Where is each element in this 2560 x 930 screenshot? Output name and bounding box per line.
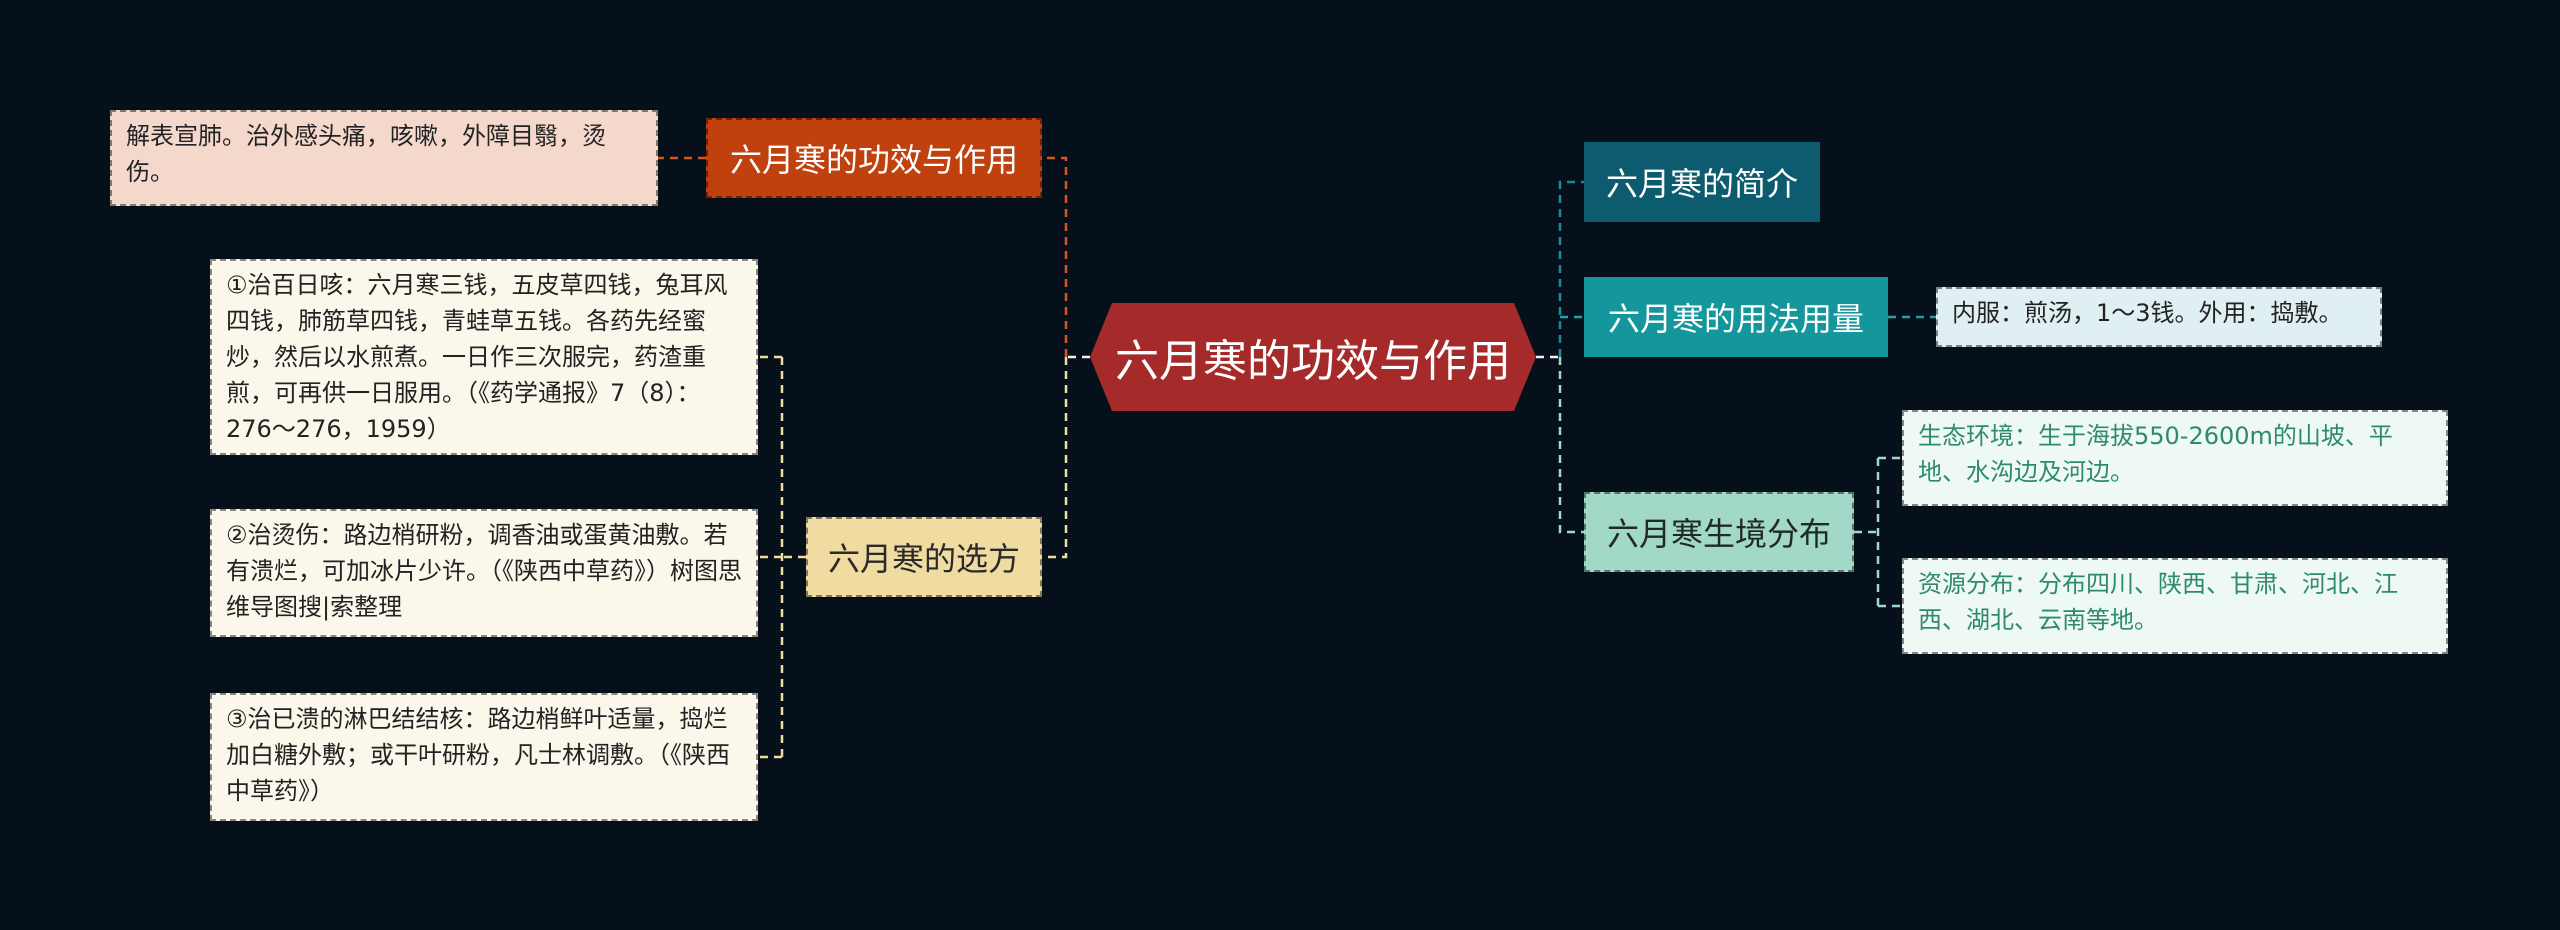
topic-usage[interactable]: 六月寒的用法用量 xyxy=(1584,277,1888,357)
link-habitat xyxy=(1558,357,1584,534)
habitat-item-1[interactable]: 生态环境：生于海拔550-2600m的山坡、平地、水沟边及河边。 xyxy=(1902,410,2448,506)
recipe-item-3-text: ③治已溃的淋巴结结核：路边梢鲜叶适量，捣烂加白糖外敷；或干叶研粉，凡士林调敷。（… xyxy=(226,705,730,805)
topic-usage-label: 六月寒的用法用量 xyxy=(1607,300,1864,338)
topic-recipes-label: 六月寒的选方 xyxy=(827,540,1020,578)
link-intro xyxy=(1558,180,1584,357)
recipe-item-1[interactable]: ①治百日咳：六月寒三钱，五皮草四钱，兔耳风四钱，肺筋草四钱，青蛙草五钱。各药先经… xyxy=(210,259,758,455)
topic-efficacy[interactable]: 六月寒的功效与作用 xyxy=(706,118,1042,198)
topic-habitat-label: 六月寒生境分布 xyxy=(1606,515,1831,553)
link-efficacy xyxy=(1042,156,1068,357)
habitat-item-1-text: 生态环境：生于海拔550-2600m的山坡、平地、水沟边及河边。 xyxy=(1918,422,2393,486)
topic-habitat[interactable]: 六月寒生境分布 xyxy=(1584,492,1854,572)
topic-efficacy-label: 六月寒的功效与作用 xyxy=(729,141,1018,179)
recipe-item-3[interactable]: ③治已溃的淋巴结结核：路边梢鲜叶适量，捣烂加白糖外敷；或干叶研粉，凡士林调敷。（… xyxy=(210,693,758,821)
habitat-item-2-text: 资源分布：分布四川、陕西、甘肃、河北、江西、湖北、云南等地。 xyxy=(1918,570,2398,634)
recipe-item-2-text: ②治烫伤：路边梢研粉，调香油或蛋黄油敷。若有溃烂，可加冰片少许。（《陕西中草药》… xyxy=(226,521,742,621)
efficacy-detail-text: 解表宣肺。治外感头痛，咳嗽，外障目翳，烫伤。 xyxy=(126,122,606,186)
topic-intro-label: 六月寒的简介 xyxy=(1605,165,1798,203)
central-topic[interactable]: 六月寒的功效与作用 xyxy=(1090,303,1536,411)
habitat-item-2[interactable]: 资源分布：分布四川、陕西、甘肃、河北、江西、湖北、云南等地。 xyxy=(1902,558,2448,654)
recipe-item-2[interactable]: ②治烫伤：路边梢研粉，调香油或蛋黄油敷。若有溃烂，可加冰片少许。（《陕西中草药》… xyxy=(210,509,758,637)
link-recipes xyxy=(1042,357,1068,559)
link-recipes-items xyxy=(758,355,806,759)
usage-detail-text: 内服：煎汤，1～3钱。外用：捣敷。 xyxy=(1952,299,2343,327)
recipe-item-1-text: ①治百日咳：六月寒三钱，五皮草四钱，兔耳风四钱，肺筋草四钱，青蛙草五钱。各药先经… xyxy=(226,271,728,443)
central-topic-label: 六月寒的功效与作用 xyxy=(1115,336,1511,387)
topic-recipes[interactable]: 六月寒的选方 xyxy=(806,517,1042,597)
efficacy-detail[interactable]: 解表宣肺。治外感头痛，咳嗽，外障目翳，烫伤。 xyxy=(110,110,658,206)
link-habitat-items xyxy=(1854,456,1902,608)
topic-intro[interactable]: 六月寒的简介 xyxy=(1584,142,1820,222)
usage-detail[interactable]: 内服：煎汤，1～3钱。外用：捣敷。 xyxy=(1936,287,2382,347)
